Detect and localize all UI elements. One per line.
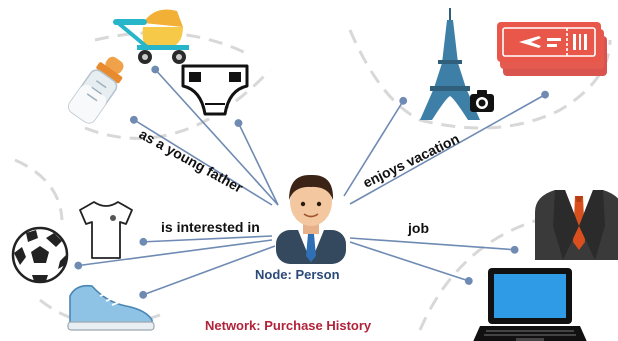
edge-to-diaper bbox=[234, 119, 279, 206]
business-suit-icon bbox=[535, 190, 618, 260]
network-title: Network: Purchase History bbox=[205, 318, 372, 333]
region-arc-left bbox=[14, 158, 64, 221]
laptop-icon bbox=[473, 268, 587, 341]
center-node-label: Node: Person bbox=[255, 267, 340, 282]
edge-label-interested: is interested in bbox=[161, 219, 260, 235]
camera-icon bbox=[470, 90, 494, 112]
baby-bottle-icon bbox=[68, 56, 124, 124]
baby-stroller-icon bbox=[113, 9, 189, 64]
edge-to-tshirt bbox=[139, 235, 273, 246]
edge-label-job: job bbox=[407, 220, 429, 236]
t-shirt-icon bbox=[79, 201, 133, 259]
edge-to-bottle bbox=[129, 115, 273, 206]
edge-to-stroller bbox=[151, 65, 279, 206]
soccer-ball-icon bbox=[11, 226, 69, 284]
businessman-icon bbox=[276, 174, 346, 264]
edge-to-suit bbox=[349, 237, 519, 254]
edge-to-football bbox=[74, 239, 273, 270]
edge-to-sneaker bbox=[139, 245, 276, 299]
region-arc-bottomleft bbox=[39, 298, 161, 327]
eiffel-tower-icon bbox=[420, 8, 480, 120]
edges bbox=[74, 65, 549, 299]
region-arc-topleft bbox=[84, 68, 272, 140]
plane-tickets-icon bbox=[497, 22, 607, 76]
edge-to-laptop bbox=[349, 241, 473, 285]
edge-to-eiffel bbox=[343, 96, 408, 197]
region-arc-topright bbox=[348, 29, 612, 130]
sneaker-icon bbox=[67, 284, 155, 331]
edge-to-tickets bbox=[349, 90, 549, 205]
edge-label-vacation: enjoys vacation bbox=[360, 130, 461, 190]
region-arc-bottomright bbox=[418, 208, 601, 331]
diaper-icon bbox=[181, 64, 249, 116]
edge-label-young-father: as a young father bbox=[137, 126, 247, 196]
